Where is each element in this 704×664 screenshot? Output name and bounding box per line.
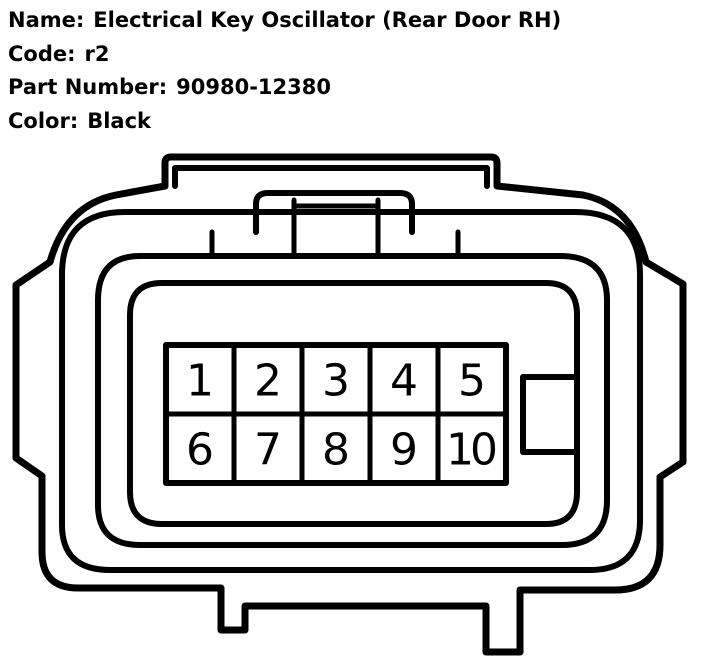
part-number-label: Part Number: (8, 75, 168, 99)
pin-cell-10 (435, 411, 509, 486)
color-line: Color: Black (8, 105, 561, 139)
latch-lock-tab (253, 190, 415, 235)
connector-shroud (95, 253, 610, 548)
part-number-line: Part Number: 90980-12380 (8, 71, 561, 105)
code-value: r2 (84, 41, 110, 66)
terminal-cavity (127, 280, 580, 527)
pin-number-3: 3 (322, 356, 350, 407)
pin-number-6: 6 (186, 425, 214, 476)
connector-housing-inner-channel (59, 209, 643, 573)
pin-number-4: 4 (390, 356, 418, 407)
name-label: Name: (8, 8, 85, 32)
color-value: Black (87, 108, 152, 133)
connector-housing-outer (12, 153, 687, 656)
latch-ridge (172, 165, 490, 189)
name-value: Electrical Key Oscillator (Rear Door RH) (93, 8, 562, 32)
pin-number-2: 2 (254, 356, 282, 407)
pin-number-8: 8 (322, 425, 350, 476)
color-label: Color: (8, 108, 79, 133)
connector-info: Name: Electrical Key Oscillator (Rear Doo… (8, 4, 561, 138)
pin-number-10: 10 (446, 425, 498, 476)
pin-number-1: 1 (186, 356, 214, 407)
pin-number-7: 7 (254, 425, 282, 476)
pin-number-5: 5 (458, 356, 486, 407)
pin-number-9: 9 (390, 425, 418, 476)
code-line: Code: r2 (8, 38, 561, 72)
side-key (520, 374, 577, 455)
code-label: Code: (8, 41, 76, 66)
name-line: Name: Electrical Key Oscillator (Rear Doo… (8, 4, 561, 38)
part-number-value: 90980-12380 (176, 75, 331, 99)
